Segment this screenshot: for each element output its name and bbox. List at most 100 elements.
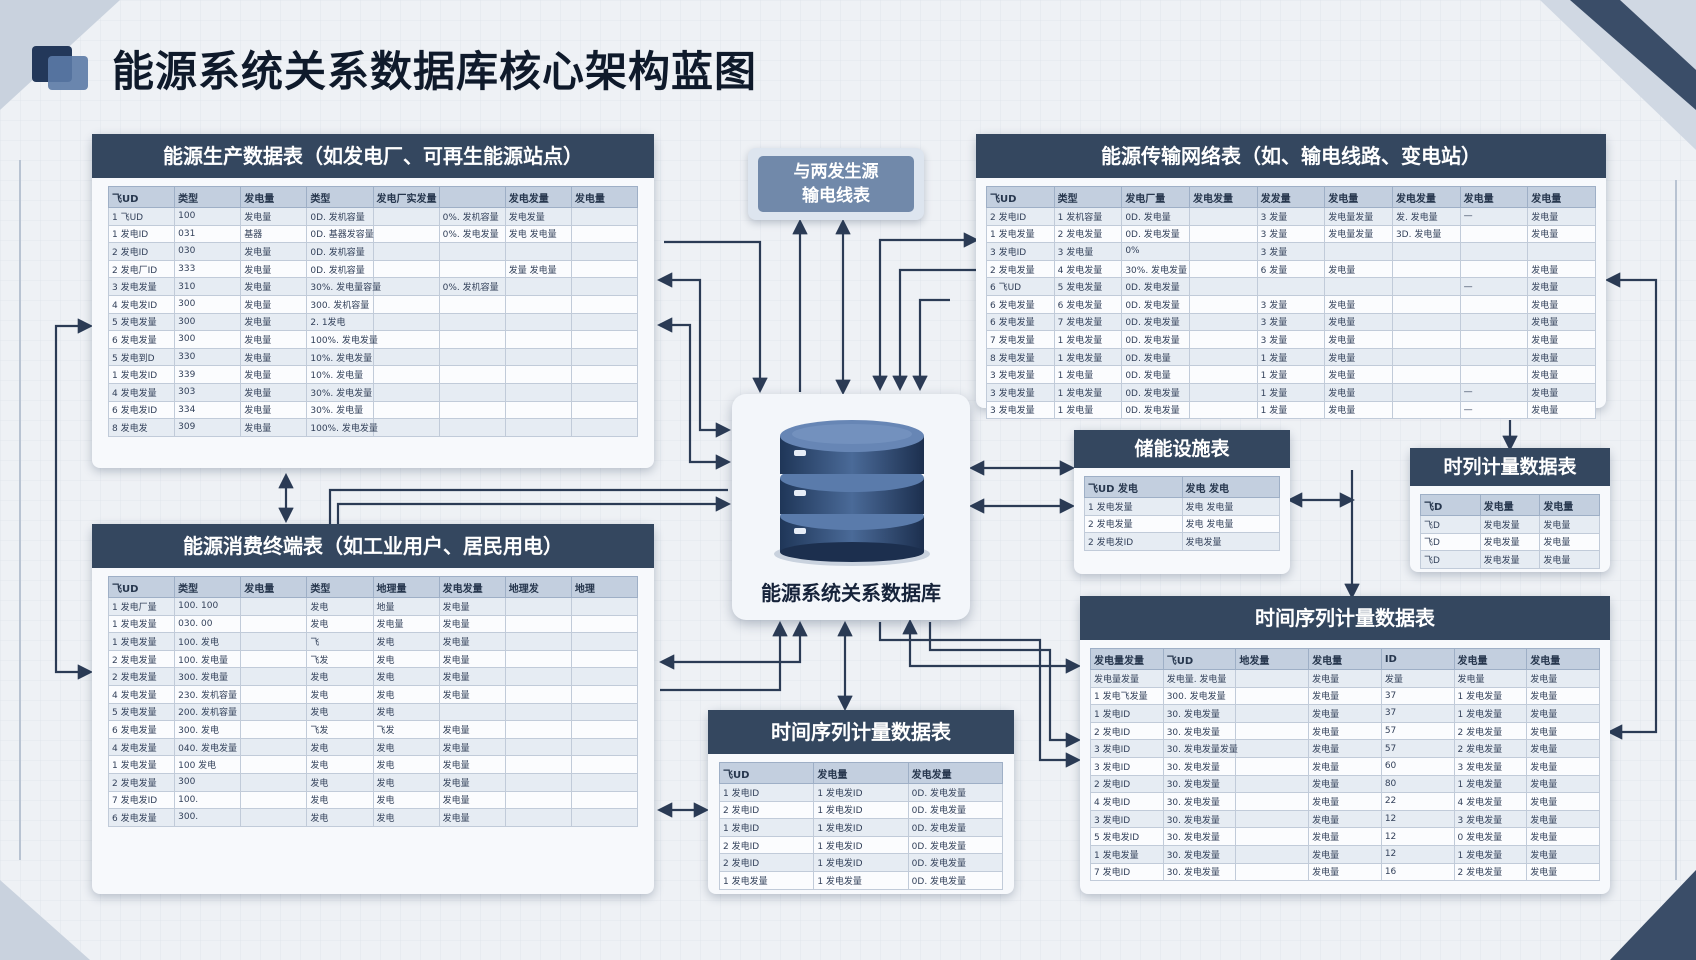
column-header: 发电 发电 — [1181, 476, 1280, 498]
table-cell — [1391, 242, 1461, 261]
table-cell: 发电量 — [1308, 669, 1382, 688]
table-cell — [240, 702, 308, 722]
table-cell: 1 发电发ID — [107, 365, 176, 384]
table-cell: 100. 100 — [174, 597, 242, 616]
table-cell — [570, 649, 639, 669]
table-cell: 发电量 — [1527, 330, 1596, 349]
table-cell: 040. 发电发量 — [174, 737, 242, 757]
table-cell — [1188, 365, 1258, 384]
table-cell: 发电量 — [1527, 259, 1596, 279]
table-cell — [504, 772, 572, 792]
table-cell: 0D. 基器发容量 — [306, 224, 374, 244]
table-cell: 4 发电发量 — [107, 382, 176, 402]
table-cell: 3D. 发电量 — [1391, 224, 1461, 244]
table-cell: 7 发电ID — [1090, 862, 1164, 882]
table-cell: 30. 发电发量 — [1162, 809, 1237, 829]
table-cell: 发电量 — [1526, 721, 1600, 741]
database-label: 能源系统关系数据库 — [761, 581, 941, 605]
table-cell: 1 发量 — [1256, 382, 1326, 402]
table-cell: 0D. 发机容量 — [306, 259, 374, 279]
table-cell — [1391, 294, 1461, 314]
column-header: 飞D — [1420, 494, 1481, 516]
timeseries-big-table-title: 时间序列计量数据表 — [1080, 596, 1610, 640]
table-cell — [570, 597, 639, 616]
table-cell: 3 发量 — [1256, 207, 1326, 226]
table-cell — [504, 684, 572, 704]
table-cell: 310 — [174, 277, 242, 296]
table-cell — [240, 614, 308, 634]
column-header: 飞UD — [107, 576, 176, 598]
table-cell — [372, 242, 440, 261]
table-cell: 4 发电发量 — [1453, 792, 1528, 811]
table-cell: 1 发电ID — [107, 224, 176, 244]
table-cell — [504, 737, 572, 757]
table-cell: 7 发电发量 — [1053, 312, 1123, 332]
table-cell: 发电 — [372, 808, 440, 827]
table-cell: 发电量 — [1527, 312, 1596, 332]
table-cell — [570, 684, 639, 704]
column-header: 地理发 — [504, 576, 572, 598]
table-cell: 0D. 发电量 — [1121, 347, 1190, 367]
table-cell: 发电量 — [1539, 532, 1600, 552]
table-cell: 6 发电发量 — [107, 808, 176, 827]
table-cell: 300 — [174, 772, 242, 792]
table-cell — [438, 242, 506, 261]
table-cell — [1188, 242, 1258, 261]
timeseries-mid-table-title: 时间序列计量数据表 — [708, 710, 1014, 754]
table-cell: 1 发电发ID — [813, 783, 909, 802]
table-cell: 57 — [1380, 721, 1455, 741]
table-cell: 发电量 — [240, 365, 308, 384]
table-cell: 3 发电ID — [1090, 809, 1164, 829]
table-cell: 37 — [1380, 704, 1455, 723]
table-cell — [438, 330, 506, 349]
table-cell: 3 发量 — [1256, 294, 1326, 314]
table-cell: 2 发电ID — [107, 242, 176, 261]
column-header: 发电厂实发量 — [372, 186, 440, 208]
table-cell: 4 发电ID — [1090, 792, 1164, 811]
table-cell: 发电 — [372, 667, 440, 686]
table-cell: 0D. 发电量 — [1121, 365, 1190, 384]
table-cell: 0D. 发机容量 — [306, 207, 374, 226]
table-cell: 7 发电发ID — [107, 790, 176, 810]
table-cell: 0D. 发电发量 — [907, 783, 1004, 802]
table-cell: 1 发电发量 — [107, 755, 176, 774]
table-cell — [240, 720, 308, 739]
table-cell — [240, 667, 308, 686]
table-cell — [504, 614, 572, 634]
table-cell: 2 发电ID — [986, 207, 1055, 226]
table-cell — [240, 772, 308, 792]
table-cell: 发电 — [306, 737, 374, 757]
table-cell — [1235, 827, 1310, 846]
table-cell: 030. 00 — [174, 614, 242, 634]
table-cell — [570, 330, 639, 349]
table-cell — [1235, 686, 1310, 706]
table-cell: 发电量 — [1526, 739, 1600, 758]
table-cell: 发电量 — [1308, 686, 1382, 706]
metering-small-table-title: 时列计量数据表 — [1410, 448, 1610, 486]
production-table-title: 能源生产数据表（如发电厂、可再生能源站点） — [92, 134, 654, 178]
database-icon — [774, 420, 930, 566]
table-cell: 1 发电发量 — [1453, 844, 1528, 864]
table-cell: 1 发电厂量 — [107, 597, 176, 616]
table-cell — [570, 347, 639, 367]
table-cell: 发电量 — [1324, 259, 1393, 279]
